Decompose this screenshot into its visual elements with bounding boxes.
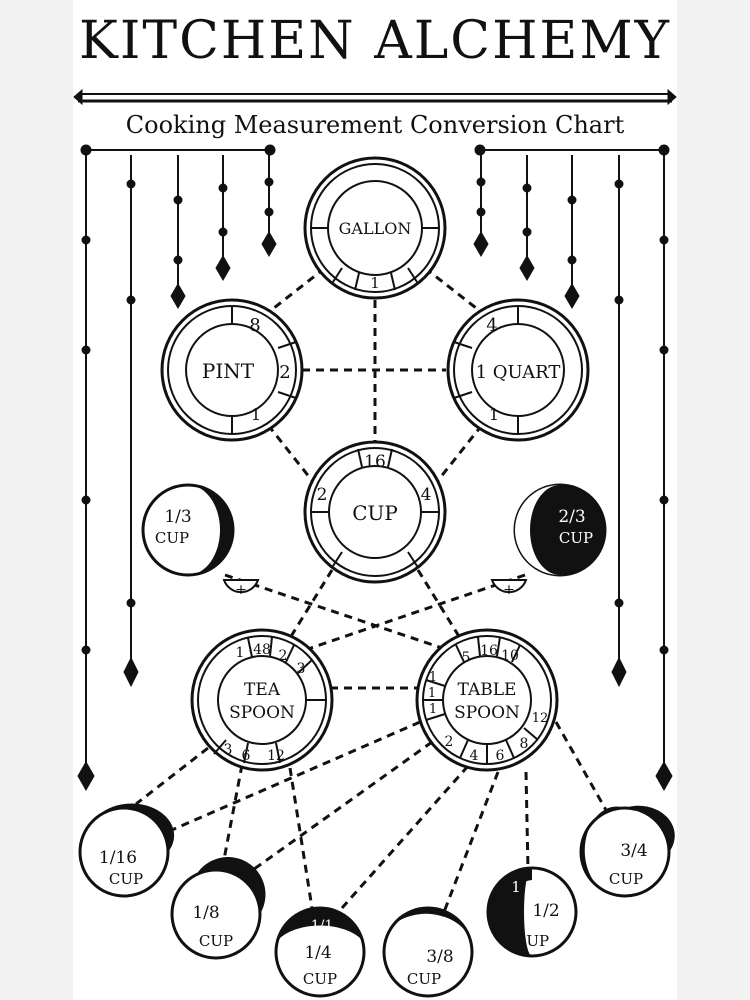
tablespoon-ring-12: 12 [532, 711, 549, 726]
title-rule [73, 88, 677, 106]
quarter-cup-fraction: 1/4 [304, 943, 331, 963]
half-cup-fraction: 1/2 [532, 901, 559, 921]
quarter-cup-marks: 1/1 [311, 918, 334, 934]
sixteenth-cup-mark-b: 1 [150, 838, 159, 854]
tablespoon-label-bottom: SPOON [454, 703, 520, 723]
third-cup-unit: CUP [155, 529, 189, 547]
three-eighths-cup-mark: 1 [420, 916, 429, 932]
two-thirds-cup-fraction: 2/3 [558, 507, 585, 527]
teaspoon-ring-48: 48 [253, 642, 271, 658]
sixteenth-cup-mark-a: 1 [130, 820, 139, 836]
third-cup-fraction: 1/3 [164, 507, 191, 527]
tablespoon-ring-6: 6 [496, 748, 505, 764]
cup-ring-16: 16 [364, 452, 386, 472]
tablespoon-ring-1c: 1 [429, 702, 437, 717]
tablespoon-ring-8: 8 [520, 736, 529, 752]
teaspoon-ring-3b: 3 [224, 742, 233, 758]
eighth-cup-fraction: 1/8 [192, 903, 219, 923]
tablespoon-ring-4: 4 [470, 748, 479, 764]
half-cup-mark: 1 [511, 878, 521, 896]
two-thirds-cup-mark: 1 [535, 542, 545, 560]
teaspoon-medallion [190, 628, 334, 772]
tablespoon-ring-5: 5 [462, 650, 471, 666]
gallon-ring-value: 1 [370, 274, 380, 292]
quart-ring-4: 4 [486, 315, 497, 336]
cup-label: CUP [352, 501, 398, 525]
sixteenth-cup-fraction: 1/16 [99, 848, 137, 868]
three-quarters-cup-moon [579, 805, 675, 898]
gallon-label: GALLON [339, 219, 412, 238]
eighth-cup-moon [170, 857, 266, 960]
gallon-medallion [303, 156, 447, 300]
poster-title: KITCHEN ALCHEMY [79, 11, 671, 71]
pint-ring-8: 8 [249, 315, 260, 336]
sixteenth-cup-moon [78, 803, 175, 898]
plus-badges [222, 579, 528, 594]
quarter-cup-unit: CUP [303, 970, 337, 988]
cup-ring-2: 2 [317, 485, 328, 505]
teaspoon-label-top: TEA [244, 680, 281, 700]
teaspoon-ring-2: 2 [279, 648, 288, 664]
three-eighths-cup-fraction: 3/8 [426, 947, 453, 967]
teaspoon-ring-12: 12 [267, 748, 285, 764]
tablespoon-ring-2: 2 [445, 734, 454, 750]
eighth-cup-unit: CUP [199, 932, 233, 950]
tablespoon-medallion [415, 628, 559, 772]
eighth-cup-marks: 1/1 [217, 880, 240, 896]
two-thirds-cup-unit: CUP [559, 529, 593, 547]
tablespoon-ring-16: 16 [480, 643, 498, 659]
pint-label: PINT [202, 359, 255, 383]
teaspoon-ring-1: 1 [236, 645, 245, 661]
teaspoon-label-bottom: SPOON [229, 703, 295, 723]
three-quarters-cup-fraction: 3/4 [620, 841, 647, 861]
quart-ring-1: 1 [489, 405, 499, 424]
tablespoon-ring-10: 10 [501, 648, 519, 664]
right-hanging-strands [473, 144, 673, 792]
plus-sign-right: + [503, 582, 515, 598]
sixteenth-cup-unit: CUP [109, 870, 143, 888]
pint-medallion [160, 298, 304, 442]
three-eighths-cup-unit: CUP [407, 970, 441, 988]
quarter-cup-moon [274, 906, 366, 998]
pint-ring-1: 1 [251, 405, 261, 424]
plus-sign-left: + [235, 582, 247, 598]
teaspoon-ring-6: 6 [242, 748, 251, 764]
two-thirds-cup-moon [513, 483, 607, 577]
left-hanging-strands [77, 144, 277, 792]
tablespoon-ring-1b: 1 [428, 686, 436, 701]
tablespoon-label-top: TABLE [458, 680, 517, 700]
teaspoon-ring-3a: 3 [297, 661, 306, 677]
third-cup-mark: 1 [203, 548, 213, 566]
connector-lines [135, 266, 608, 913]
tablespoon-ring-1a: 1 [429, 670, 437, 685]
pint-ring-2: 2 [279, 362, 290, 383]
poster-subtitle: Cooking Measurement Conversion Chart [125, 111, 625, 139]
three-eighths-cup-moon [382, 906, 474, 998]
quart-label: 1 QUART [476, 362, 561, 383]
half-cup-moon [486, 866, 578, 958]
three-quarters-cup-mark: 1 [600, 822, 610, 840]
cup-medallion [303, 440, 447, 584]
third-cup-moon [141, 483, 235, 577]
quart-medallion [446, 298, 590, 442]
three-quarters-cup-unit: CUP [609, 870, 643, 888]
cup-ring-4: 4 [421, 485, 432, 505]
half-cup-unit: CUP [515, 932, 549, 950]
